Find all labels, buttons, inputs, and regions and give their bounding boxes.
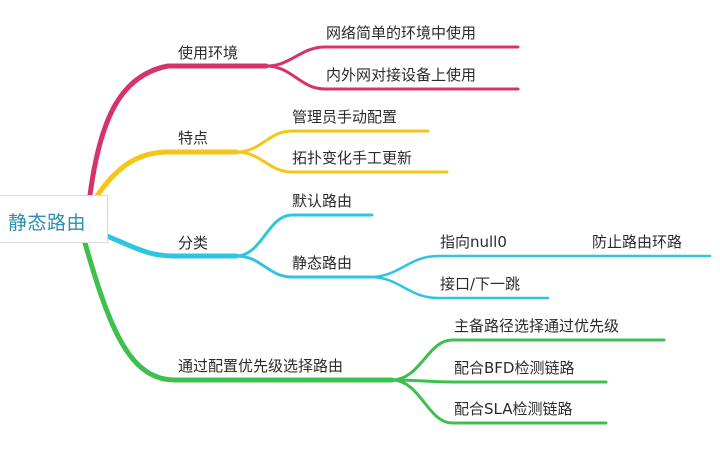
node-default-route[interactable]: 默认路由	[292, 192, 352, 210]
node-usage-child-2[interactable]: 内外网对接设备上使用	[326, 66, 476, 84]
node-features-child-2[interactable]: 拓扑变化手工更新	[292, 149, 412, 167]
node-priority-child-3[interactable]: 配合SLA检测链路	[454, 400, 573, 418]
edge-usage-child-1	[264, 45, 520, 68]
node-usage[interactable]: 使用环境	[178, 44, 238, 62]
node-usage-child-1[interactable]: 网络简单的环境中使用	[326, 24, 476, 42]
node-null0[interactable]: 指向null0	[440, 233, 507, 251]
node-priority-child-1[interactable]: 主备路径选择通过优先级	[454, 317, 619, 335]
edge-priority-child-3	[390, 378, 608, 425]
edge-category-static	[234, 254, 372, 279]
edge-usage-child-2	[264, 64, 520, 91]
edge-priority-child-2	[390, 378, 608, 384]
edge-features-child-2	[234, 150, 449, 174]
edge-priority-child-1	[390, 338, 666, 382]
edge-static-null0	[368, 254, 712, 279]
edge-root-priority	[82, 240, 395, 383]
node-static-route[interactable]: 静态路由	[292, 254, 352, 272]
node-priority[interactable]: 通过配置优先级选择路由	[178, 357, 343, 375]
edge-root-features	[94, 149, 239, 199]
node-features[interactable]: 特点	[178, 129, 208, 147]
node-next-hop[interactable]: 接口/下一跳	[440, 275, 520, 293]
edge-category-default	[234, 213, 374, 258]
root-node[interactable]	[0, 195, 108, 243]
node-priority-child-2[interactable]: 配合BFD检测链路	[454, 359, 574, 377]
node-category[interactable]: 分类	[178, 234, 208, 252]
edge-static-nexthop	[368, 275, 550, 300]
edge-root-category	[104, 233, 239, 259]
edge-root-usage	[87, 63, 269, 198]
node-features-child-1[interactable]: 管理员手动配置	[292, 108, 397, 126]
node-loop-prevention[interactable]: 防止路由环路	[592, 233, 682, 251]
root-node-label: 静态路由	[8, 212, 87, 234]
